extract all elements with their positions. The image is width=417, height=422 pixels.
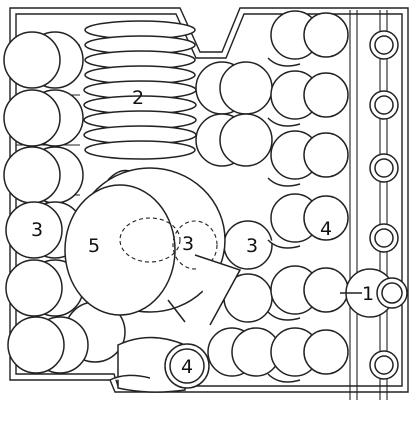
label-glass-center: 3 bbox=[182, 233, 194, 255]
label-glass-left: 3 bbox=[31, 219, 43, 241]
right-cups bbox=[268, 11, 348, 382]
cup-rail bbox=[350, 10, 387, 400]
label-pot: 5 bbox=[88, 235, 100, 257]
bottom-mug bbox=[110, 338, 209, 393]
label-cups-side: 1 bbox=[362, 283, 374, 305]
label-plates: 2 bbox=[132, 87, 144, 109]
label-glass-right: 3 bbox=[246, 235, 258, 257]
label-mug-right: 4 bbox=[320, 218, 332, 240]
label-mug-bottom: 4 bbox=[181, 356, 193, 378]
